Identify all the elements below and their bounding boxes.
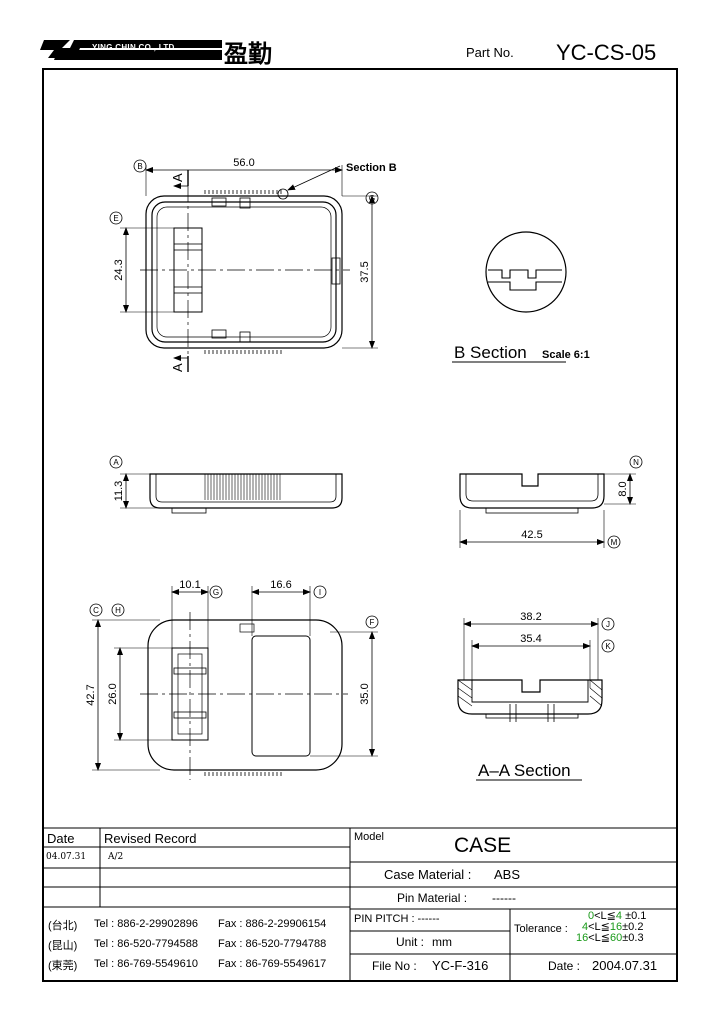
file-no-label: File No :: [372, 959, 417, 973]
tolerance-range-a-3: 16: [576, 932, 589, 944]
drawing-frame: [42, 68, 678, 982]
section-b-callout: Section B: [346, 162, 397, 174]
tolerance-value-1: ±0.1: [625, 910, 647, 922]
tolerance-range-a-1: 0: [588, 910, 595, 922]
b-section-detail: [452, 231, 567, 363]
drawing-date-value: 2004.07.31: [592, 958, 658, 973]
ref-c: C: [93, 606, 99, 615]
title-block-grid: [42, 827, 678, 982]
dim-bottom-h1: 42.7: [85, 684, 97, 705]
contact-fax-3: Fax : 86-769-5549617: [218, 958, 327, 970]
b-section-scale: Scale 6:1: [542, 349, 590, 361]
ref-n: N: [633, 458, 639, 467]
tolerance-row-2: 4<L≦16±0.2: [582, 921, 644, 933]
bottom-view: [89, 585, 379, 780]
tolerance-label: Tolerance :: [514, 923, 568, 935]
ref-h: H: [115, 606, 121, 615]
top-view: [109, 159, 379, 372]
tolerance-range-b-2: 16: [609, 921, 623, 933]
dim-end-height: 8.0: [617, 481, 629, 496]
record-header: Revised Record: [104, 831, 197, 846]
tolerance-row-3: 16<L≦60±0.3: [576, 932, 644, 944]
side-view: [109, 455, 343, 514]
dim-end-width: 42.5: [521, 529, 542, 541]
dim-bottom-h2: 26.0: [107, 683, 119, 704]
file-no-value: YC-F-316: [432, 958, 489, 973]
dim-top-width: 56.0: [233, 157, 254, 169]
ref-g-top: G: [369, 194, 375, 203]
ref-i: I: [319, 588, 321, 597]
pin-material-value: ------: [492, 891, 516, 905]
tolerance-range-b-3: 60: [610, 932, 623, 944]
dim-aa-outer: 38.2: [520, 611, 541, 623]
cut-label-top: A: [170, 173, 185, 182]
contact-fax-1: Fax : 886-2-29906154: [218, 918, 327, 930]
dim-bottom-b: 16.6: [270, 579, 291, 591]
ref-f: F: [370, 618, 375, 627]
ref-g-bottom: G: [213, 588, 219, 597]
ref-e: E: [113, 214, 118, 223]
revision-date: 04.07.31: [46, 852, 87, 862]
cut-label-bottom: A: [170, 363, 185, 372]
company-logo: [40, 40, 222, 60]
b-section-title: B Section: [454, 343, 527, 362]
aa-section-title: A–A Section: [478, 761, 571, 780]
company-name-cn: 盈勤: [224, 39, 272, 68]
model-label: Model: [354, 831, 384, 843]
pin-material-label: Pin Material :: [397, 891, 468, 905]
case-material-value: ABS: [494, 867, 521, 882]
dim-side-height: 11.3: [113, 481, 125, 502]
contact-city-3: (東莞): [48, 960, 78, 972]
unit-value: mm: [432, 935, 452, 949]
aa-section-view: [457, 617, 615, 781]
contact-fax-2: Fax : 86-520-7794788: [218, 938, 327, 950]
drawing-date-label: Date :: [548, 959, 581, 973]
ref-m: M: [611, 538, 618, 547]
part-no-label: Part No.: [466, 45, 514, 60]
model-value: CASE: [454, 834, 512, 857]
dim-aa-inner: 35.4: [520, 633, 541, 645]
unit-label: Unit :: [396, 935, 425, 949]
contact-city-2: (昆山): [48, 940, 78, 952]
contact-tel-1: Tel : 886-2-29902896: [94, 918, 198, 930]
end-view: [459, 455, 643, 549]
tolerance-range-a-2: 4: [582, 921, 589, 933]
tolerance-value-2: ±0.2: [622, 921, 644, 933]
case-material-label: Case Material :: [384, 867, 472, 882]
tolerance-range-b-1: 4: [615, 910, 623, 922]
dim-bottom-h3: 35.0: [359, 683, 371, 704]
dim-top-inner: 24.3: [113, 259, 125, 280]
dim-bottom-a: 10.1: [179, 579, 200, 591]
ref-k: K: [605, 642, 611, 651]
ref-j: J: [606, 620, 610, 629]
tolerance-value-3: ±0.3: [622, 932, 644, 944]
dim-top-height: 37.5: [359, 261, 371, 282]
ref-b: B: [137, 162, 142, 171]
contact-city-1: (台北): [48, 920, 78, 932]
company-name-en: YING CHIN CO., LTD: [92, 43, 175, 52]
revision-record: A/2: [108, 852, 124, 862]
contact-tel-3: Tel : 86-769-5549610: [94, 958, 198, 970]
pin-pitch: PIN PITCH : ------: [354, 913, 440, 925]
date-header: Date: [47, 831, 75, 846]
tolerance-row-1: 0<L≦4 ±0.1: [588, 910, 647, 922]
ref-a: A: [113, 458, 119, 467]
part-number: YC-CS-05: [556, 40, 657, 65]
contact-tel-2: Tel : 86-520-7794588: [94, 938, 198, 950]
